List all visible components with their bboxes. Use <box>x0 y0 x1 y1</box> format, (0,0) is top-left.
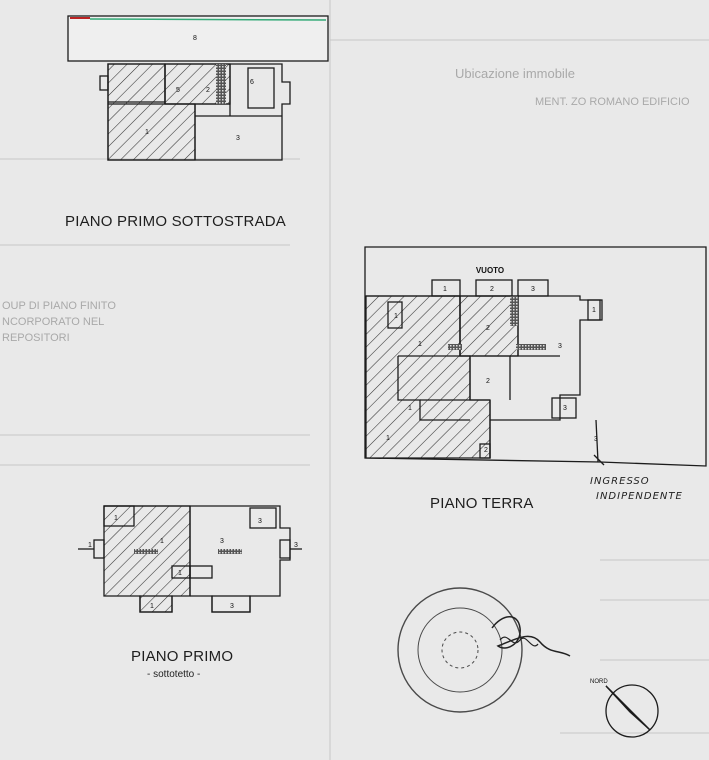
handwritten-ingresso: INGRESSO <box>590 476 650 487</box>
room-number: 2 <box>484 447 488 454</box>
room-number: 1 <box>145 129 149 136</box>
room-number: 3 <box>294 542 298 549</box>
room-number: 1 <box>443 286 447 293</box>
plan-title-primo: PIANO PRIMO <box>131 648 234 665</box>
room-number: 3 <box>594 436 598 443</box>
handwritten-indipendente: INDIPENDENTE <box>596 491 683 502</box>
room-number: 1 <box>178 570 182 577</box>
room-number: 6 <box>250 79 254 86</box>
room-number: 3 <box>236 135 240 142</box>
room-number: 3 <box>258 518 262 525</box>
room-number: 1 <box>408 405 412 412</box>
plan-sottostrada <box>67 15 329 161</box>
room-number: 5 <box>176 87 180 94</box>
vuoto-label: VUOTO <box>476 266 504 275</box>
room-number: 2 <box>206 87 210 94</box>
plan-title-terra: PIANO TERRA <box>430 495 534 512</box>
room-number: 1 <box>418 341 422 348</box>
room-number: 1 <box>592 307 596 314</box>
plan-terra <box>364 246 707 467</box>
north-label: NORD <box>590 679 608 685</box>
ghost-text-right-header: Ubicazione immobile <box>455 66 575 81</box>
room-number: 3 <box>563 405 567 412</box>
room-number: 8 <box>193 35 197 42</box>
ghost-text-left-2: NCORPORATO NEL <box>2 316 105 328</box>
plan-title-sottostrada: PIANO PRIMO SOTTOSTRADA <box>65 213 287 230</box>
room-number: 1 <box>150 603 154 610</box>
room-number: 1 <box>394 313 398 320</box>
room-number: 3 <box>220 538 224 545</box>
room-number: 2 <box>490 286 494 293</box>
room-number: 3 <box>558 343 562 350</box>
ghost-text-left-3: REPOSITORI <box>2 332 70 344</box>
room-number: 1 <box>386 435 390 442</box>
plan-primo <box>78 505 302 613</box>
room-number: 3 <box>230 603 234 610</box>
north-arrow-icon <box>605 684 659 738</box>
room-number: 2 <box>486 378 490 385</box>
room-number: 2 <box>486 325 490 332</box>
ghost-text-left-1: OUP DI PIANO FINITO <box>2 300 116 312</box>
plan-subtitle-primo: - sottotetto - <box>147 669 201 680</box>
room-number: 1 <box>88 542 92 549</box>
seal-stamp <box>397 587 571 713</box>
room-number: 3 <box>531 286 535 293</box>
room-number: 1 <box>114 515 118 522</box>
room-number: 1 <box>160 538 164 545</box>
ghost-text-right-sub: MENT. ZO ROMANO EDIFICIO <box>535 96 690 108</box>
